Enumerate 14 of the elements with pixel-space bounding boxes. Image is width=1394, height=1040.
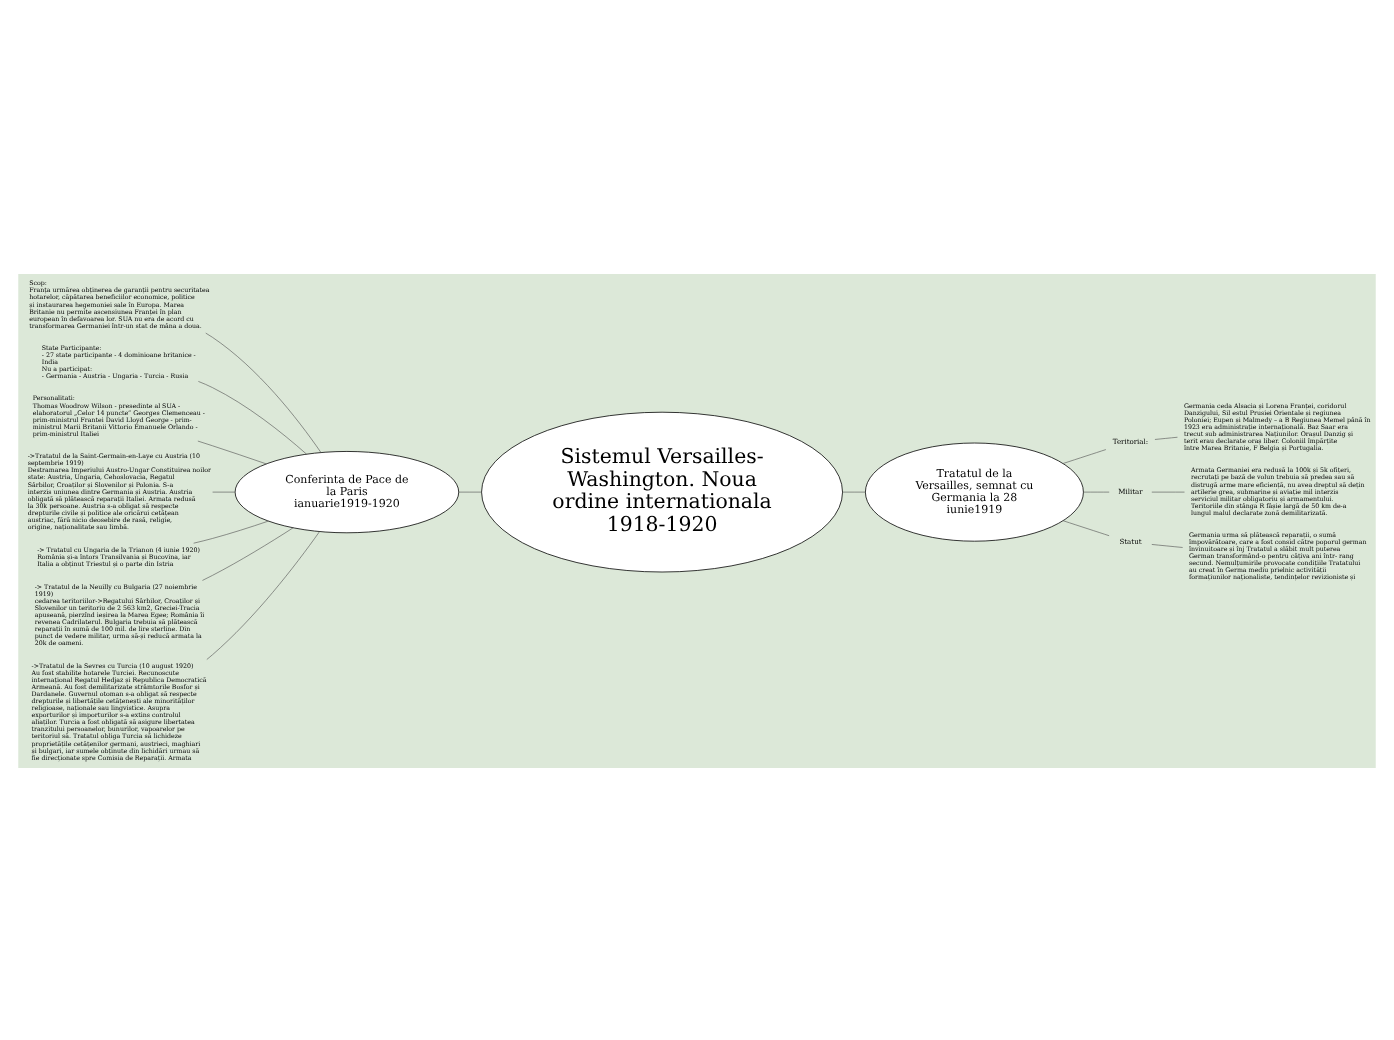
connector bbox=[212, 490, 236, 492]
connector bbox=[206, 530, 320, 659]
connector bbox=[1151, 543, 1183, 547]
node-ellipse: Sistemul Versailles-Washington. Noua ordine internationala 1918-1920 bbox=[481, 410, 843, 572]
connector bbox=[1062, 519, 1110, 536]
connector bbox=[842, 490, 866, 492]
connector bbox=[198, 380, 307, 454]
connector bbox=[205, 331, 322, 452]
connector bbox=[1154, 435, 1178, 439]
connector bbox=[197, 439, 267, 464]
connector bbox=[1062, 448, 1107, 463]
connector bbox=[202, 526, 294, 580]
connector bbox=[193, 519, 269, 543]
connector bbox=[458, 490, 482, 492]
